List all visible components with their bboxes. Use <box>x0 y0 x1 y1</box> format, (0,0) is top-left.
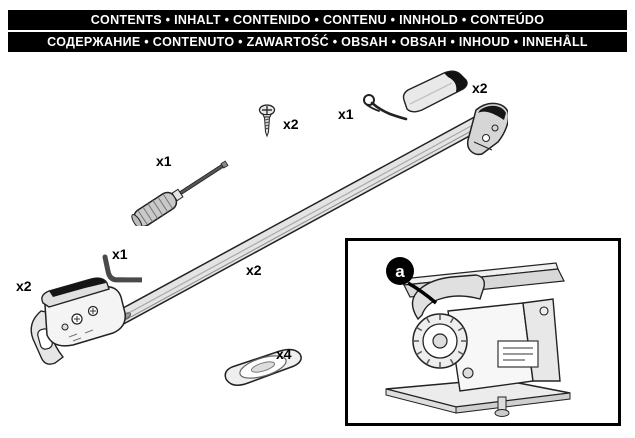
qty-label-allen-key: x1 <box>112 246 128 262</box>
allen-key-figure <box>96 252 142 294</box>
qty-label-pad: x2 <box>472 80 488 96</box>
qty-label-pin: x1 <box>338 106 354 122</box>
screw-figure <box>255 104 279 138</box>
header-line-2: СОДЕРЖАНИЕ • CONTENUTO • ZAWARTOŚĆ • OBS… <box>8 32 627 52</box>
cover-figure <box>218 345 310 397</box>
qty-label-cover: x4 <box>276 346 292 362</box>
callout-a-badge <box>386 257 414 285</box>
qty-label-foot: x2 <box>16 278 32 294</box>
callout-a-letter: a <box>395 262 405 281</box>
screwdriver-figure <box>128 148 240 226</box>
qty-label-screw: x2 <box>283 116 299 132</box>
adjustment-knob <box>412 313 468 369</box>
pin-figure <box>360 92 410 127</box>
qty-label-crossbar: x2 <box>246 262 262 278</box>
foot-figure <box>25 275 145 380</box>
inset-figure: a <box>385 257 571 417</box>
header-line-1: CONTENTS • INHALT • CONTENIDO • CONTENU … <box>8 10 627 30</box>
qty-label-screwdriver: x1 <box>156 153 172 169</box>
pad-figure <box>396 68 471 116</box>
inset-detail-box: a <box>345 238 621 426</box>
